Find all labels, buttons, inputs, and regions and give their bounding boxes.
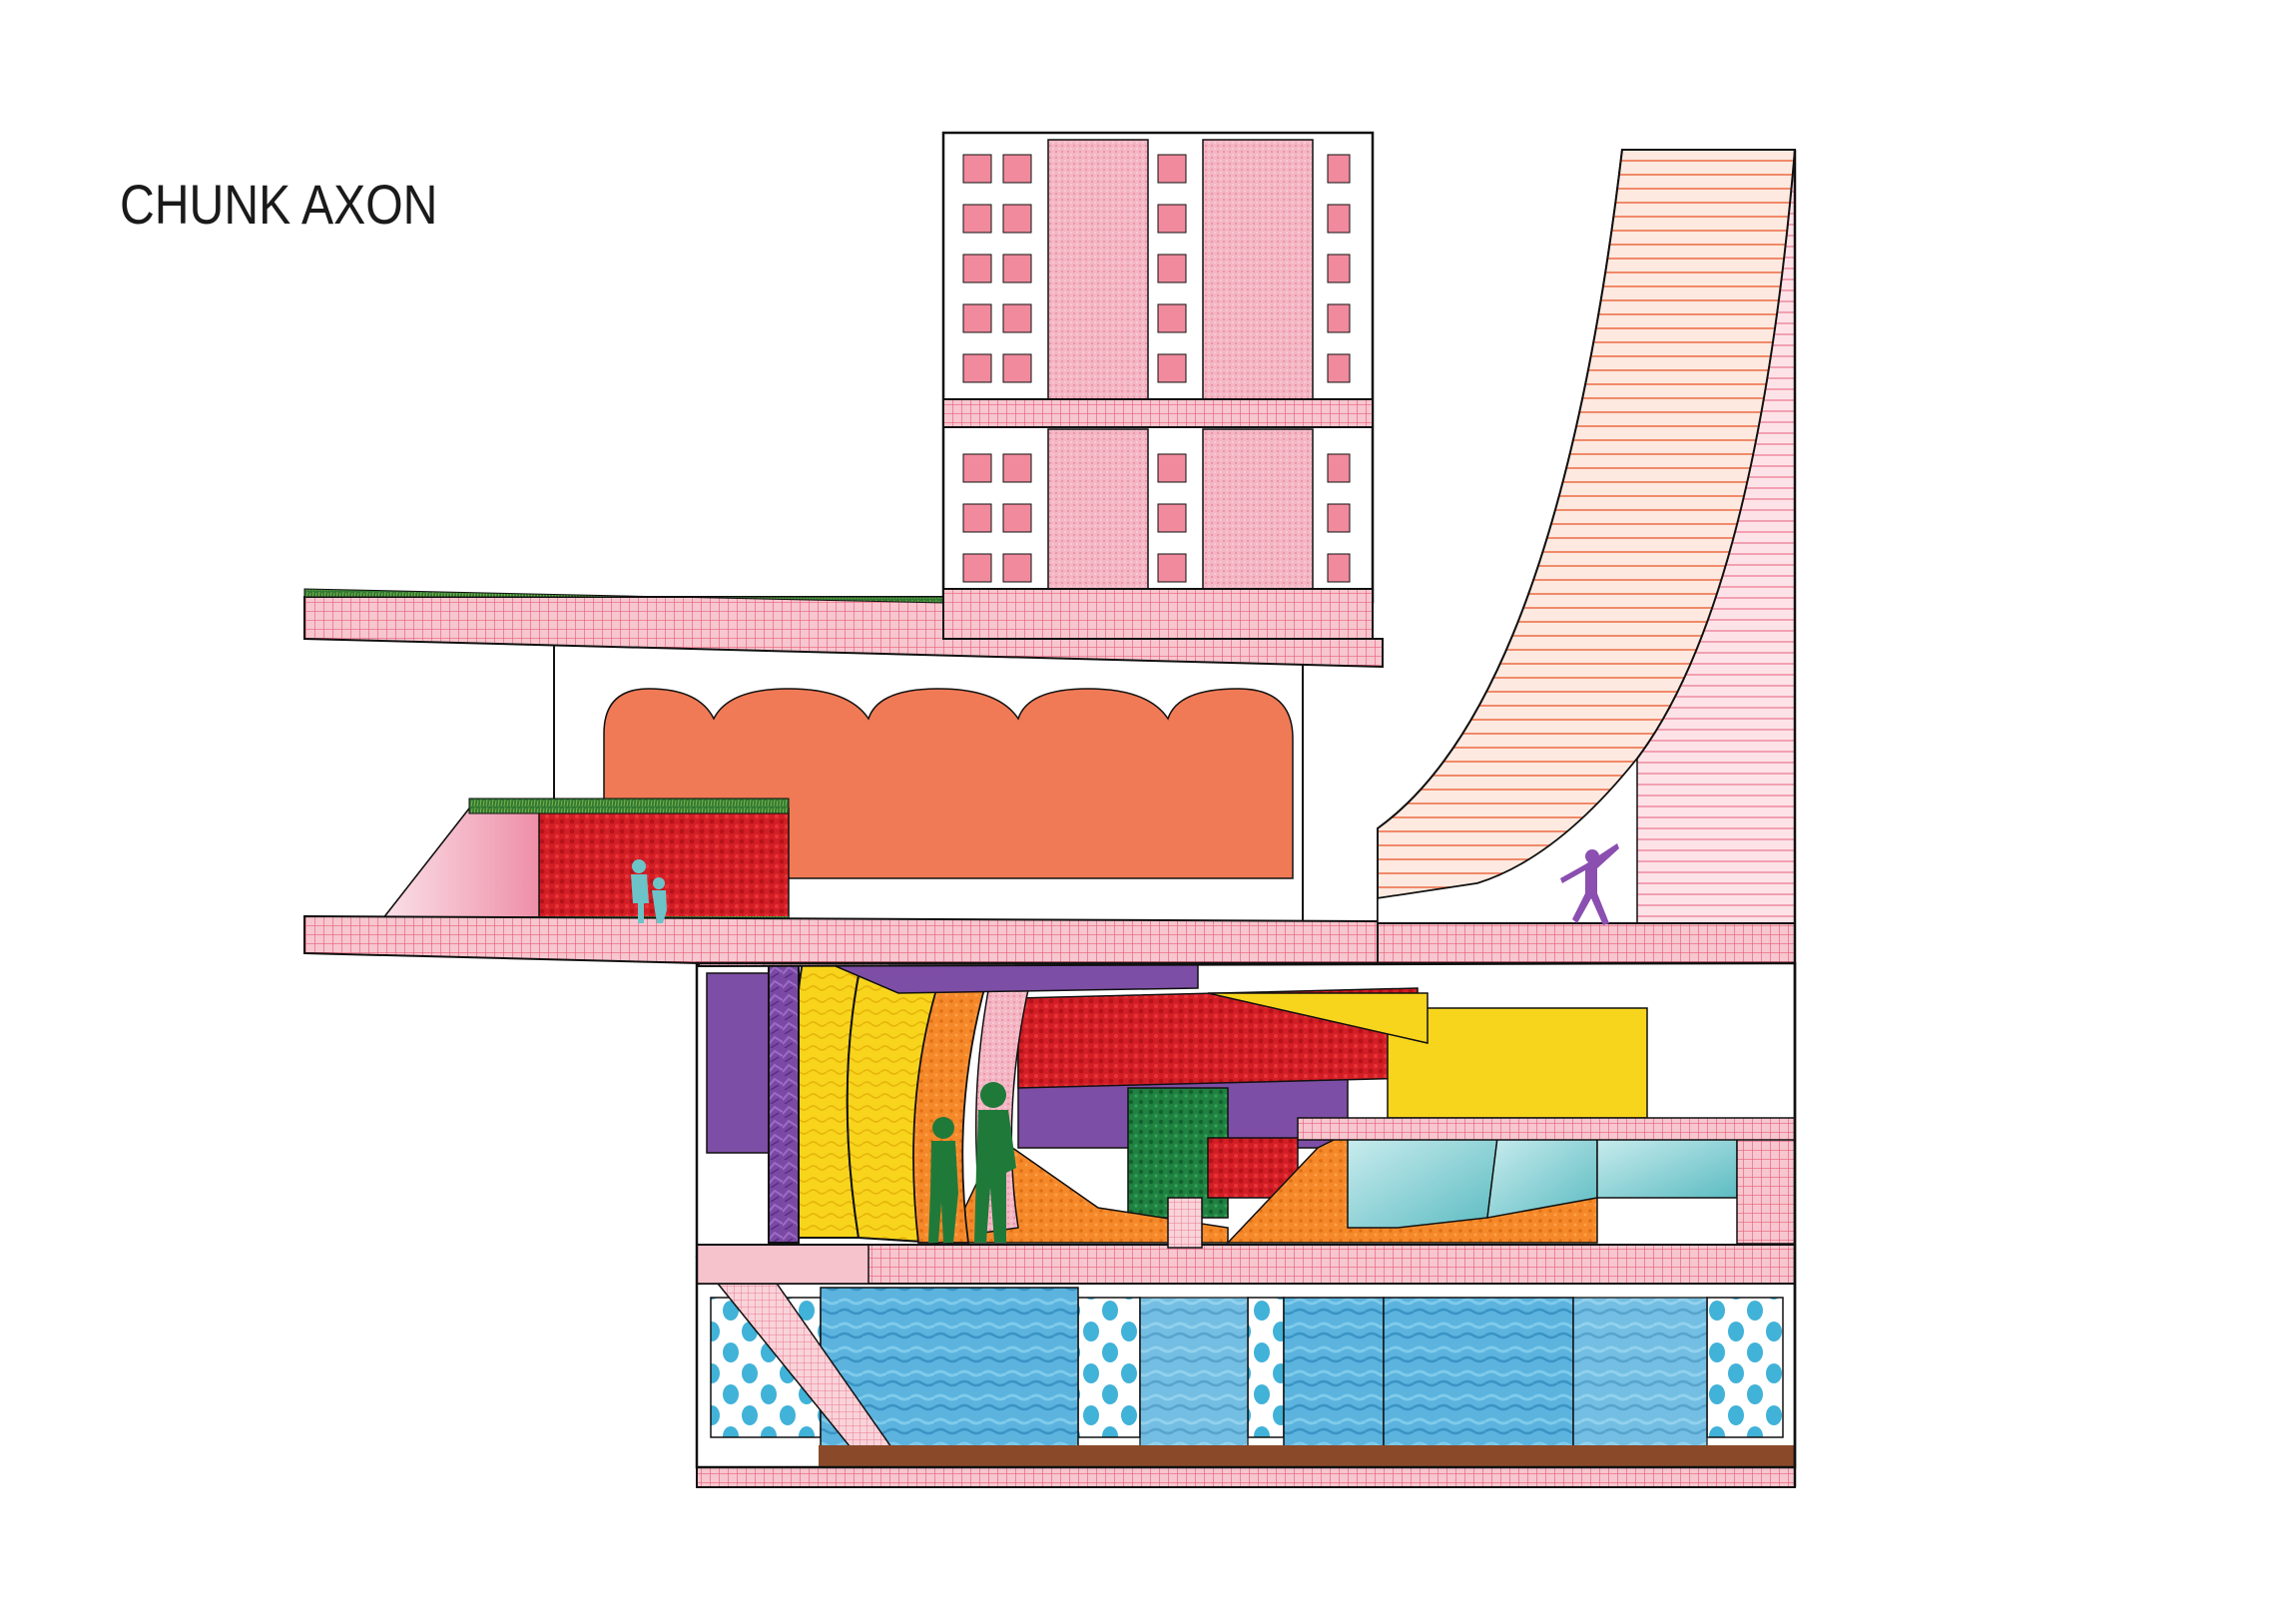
tower-window: [962, 553, 992, 583]
tower-window: [1327, 204, 1351, 234]
tower-window: [1002, 553, 1032, 583]
drawing-title: CHUNK AXON: [120, 173, 438, 236]
plaza-slab: [696, 1243, 1796, 1285]
tower-window: [1157, 303, 1187, 333]
figure-parent-green: [974, 1082, 1016, 1243]
tower-window: [1327, 254, 1351, 283]
tower-window: [1002, 453, 1032, 483]
tower-window: [1327, 453, 1351, 483]
tower-window: [1157, 353, 1187, 383]
tower-window: [962, 254, 992, 283]
outline-overlay: [695, 150, 1797, 1487]
ground-level: [695, 1257, 1796, 1488]
tower-window: [1002, 353, 1032, 383]
tower: [941, 131, 1375, 640]
tower-window: [1327, 503, 1351, 533]
figure-dancer-purple: [1560, 843, 1619, 925]
figure-child-green: [928, 1117, 958, 1243]
figure-child-cyan: [652, 877, 667, 923]
tower-window: [1157, 204, 1187, 234]
tower-window: [1002, 503, 1032, 533]
tower-window: [1157, 503, 1187, 533]
tower-window: [1327, 353, 1351, 383]
upper-terrace: [304, 638, 1304, 944]
tower-window: [1002, 254, 1032, 283]
human-figures: [631, 843, 1619, 1243]
tower-window: [962, 204, 992, 234]
tower-window: [962, 353, 992, 383]
tower-window: [1002, 303, 1032, 333]
figure-adult-cyan: [631, 859, 649, 923]
tower-window: [1327, 553, 1351, 583]
tower-windows: [962, 154, 1351, 583]
tower-window: [962, 303, 992, 333]
tower-window: [1327, 154, 1351, 184]
tower-window: [962, 154, 992, 184]
tower-window: [962, 503, 992, 533]
tower-window: [1157, 453, 1187, 483]
tower-window: [1157, 254, 1187, 283]
tower-window: [1002, 204, 1032, 234]
tower-window: [1157, 154, 1187, 184]
tower-window: [962, 453, 992, 483]
curved-wing: [1377, 149, 1797, 964]
tower-window: [1327, 303, 1351, 333]
tower-window: [1002, 154, 1032, 184]
tower-window: [1157, 553, 1187, 583]
